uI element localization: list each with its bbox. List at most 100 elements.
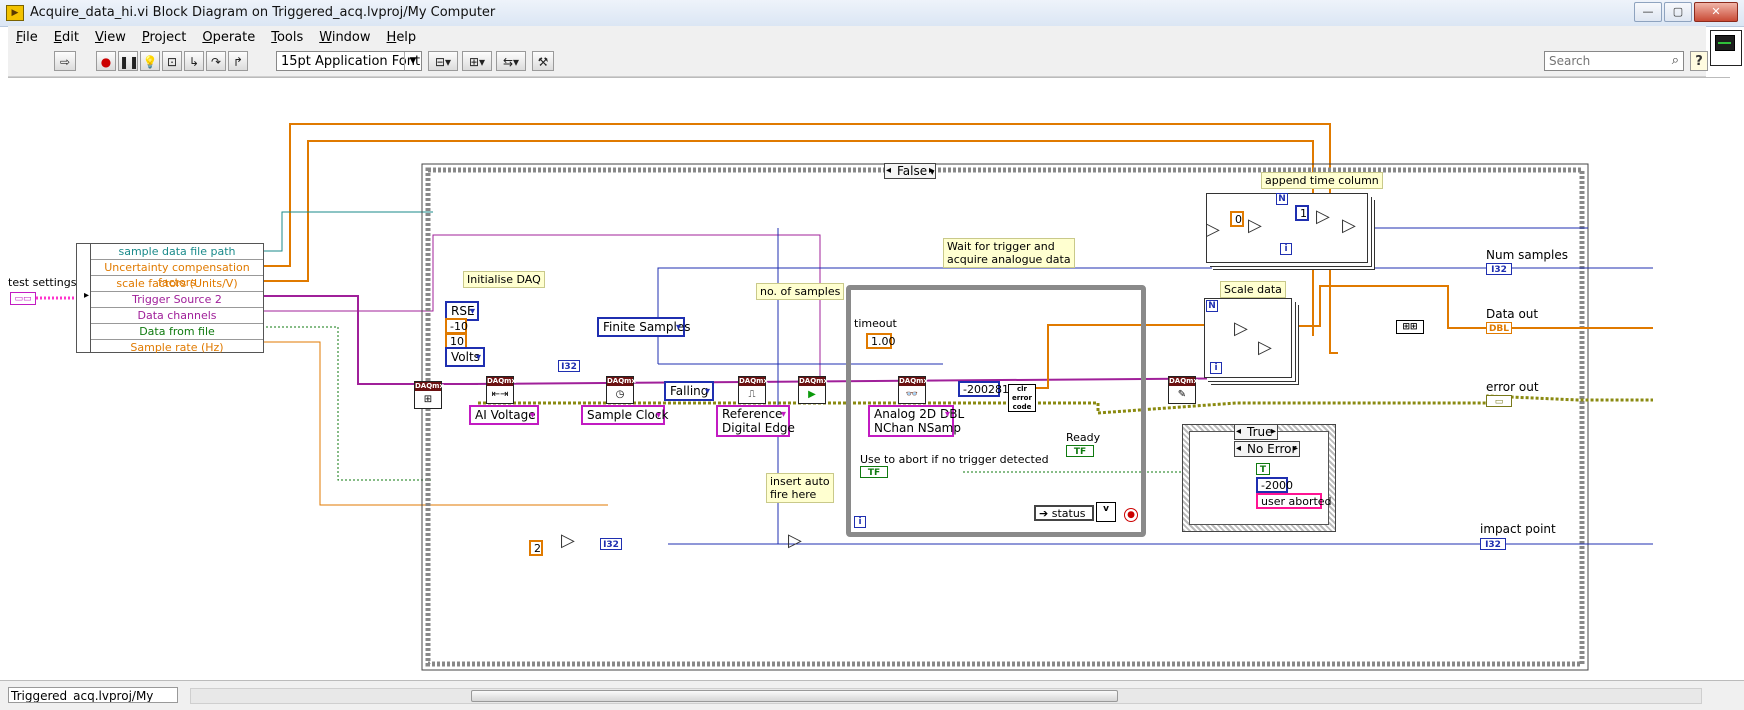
daqmx-start-task-node[interactable]: DAQmx▶ xyxy=(798,376,828,404)
step-out-icon[interactable]: ↱ xyxy=(228,51,248,71)
menu-file[interactable]: File xyxy=(16,29,38,45)
min-value-constant[interactable]: -10 xyxy=(445,318,468,334)
horizontal-scrollbar[interactable] xyxy=(190,688,1702,704)
menu-view[interactable]: View xyxy=(94,29,126,45)
loop-count-icon: N xyxy=(1206,300,1218,312)
daqmx-trigger-node[interactable]: DAQmx⎍ xyxy=(738,376,768,404)
block-diagram-canvas[interactable]: test settings ▭▭ sample data file path U… xyxy=(8,77,1730,680)
note-no-of-samples: no. of samples xyxy=(756,283,845,300)
while-loop[interactable] xyxy=(846,285,1146,537)
zero-constant[interactable]: 0 xyxy=(1230,211,1244,227)
terminal-config-ring[interactable]: RSE xyxy=(445,301,479,321)
retain-wire-icon[interactable]: ⊡ xyxy=(162,51,182,71)
daqmx-create-channel-node[interactable]: DAQmx⇤⇥ xyxy=(486,376,516,404)
no-error-case-selector[interactable]: No Error xyxy=(1234,441,1300,457)
font-selector[interactable]: 15pt Application Font ▼ xyxy=(276,51,422,71)
menu-project[interactable]: Project xyxy=(141,29,187,45)
test-settings-label: test settings xyxy=(8,276,77,289)
to-i32-node[interactable]: I32 xyxy=(600,538,622,550)
maximize-button[interactable]: ▢ xyxy=(1664,2,1692,22)
loop-stop-terminal[interactable]: ● xyxy=(1124,508,1138,522)
abort-icon[interactable]: ● xyxy=(96,51,116,71)
scroll-thumb[interactable] xyxy=(471,690,1118,702)
multiply-node-icon[interactable]: ▷ xyxy=(1234,318,1248,339)
data-out-indicator: DBL xyxy=(1486,322,1512,334)
menu-help[interactable]: Help xyxy=(386,29,417,45)
pause-icon[interactable]: ❚❚ xyxy=(118,51,139,71)
build-array-node[interactable]: ⊞⊞ xyxy=(1396,320,1424,334)
ref-line2: Digital Edge xyxy=(722,421,795,435)
project-context-path: Triggered_acq.lvproj/My Computer xyxy=(8,687,178,703)
multiply-node-icon[interactable]: ▷ xyxy=(1258,337,1272,358)
daqmx-clear-task-node[interactable]: DAQmx✎ xyxy=(1168,376,1198,404)
user-aborted-constant[interactable]: user aborted xyxy=(1256,493,1332,509)
window-title: Acquire_data_hi.vi Block Diagram on Trig… xyxy=(30,5,496,20)
negate-node-icon[interactable]: ▷ xyxy=(788,530,802,551)
context-help-button[interactable]: ? xyxy=(1690,51,1708,71)
menu-edit[interactable]: Edit xyxy=(53,29,79,45)
title-bar: ▶ Acquire_data_hi.vi Block Diagram on Tr… xyxy=(0,0,1744,27)
menu-tools[interactable]: Tools xyxy=(271,29,304,45)
daqmx-create-task-node[interactable]: DAQmx⊞ xyxy=(414,381,444,409)
note-insert-line1: insert auto xyxy=(770,475,830,488)
search-input[interactable] xyxy=(1545,52,1663,70)
search-box[interactable]: ⌕ xyxy=(1544,51,1684,71)
unbundle-by-name[interactable]: sample data file path Uncertainty compen… xyxy=(76,243,264,354)
add-node-icon[interactable]: ▷ xyxy=(1342,215,1356,236)
align-objects-icon[interactable]: ⊟▾ xyxy=(428,51,458,71)
falling-edge-ring[interactable]: Falling xyxy=(664,381,714,401)
true-case-label: True xyxy=(1247,425,1273,439)
num-samples-indicator: I32 xyxy=(1486,263,1512,275)
cluster-row-trigger-source: Trigger Source 2 xyxy=(91,292,263,308)
true-constant[interactable]: T xyxy=(1256,463,1270,475)
or-gate-node[interactable]: v xyxy=(1096,502,1116,522)
divide-node-icon[interactable]: ▷ xyxy=(1206,219,1220,240)
minimize-button[interactable]: — xyxy=(1634,2,1662,22)
menu-window[interactable]: Window xyxy=(319,29,371,45)
close-button[interactable]: ✕ xyxy=(1694,2,1738,22)
cluster-row-uncertainty: Uncertainty compensation factors xyxy=(91,260,263,289)
units-ring[interactable]: Volts xyxy=(445,347,485,367)
step-over-icon[interactable]: ↷ xyxy=(206,51,226,71)
divisor-constant[interactable]: 2 xyxy=(529,540,543,556)
timeout-constant[interactable]: 1.00 xyxy=(866,333,896,349)
finite-samples-ring[interactable]: Finite Samples xyxy=(597,317,690,337)
ref-line1: Reference xyxy=(722,407,783,421)
case-selector-label: False xyxy=(897,164,928,178)
test-settings-terminal[interactable]: ▭▭ xyxy=(10,292,36,305)
daqmx-read-node[interactable]: DAQmx👓 xyxy=(898,376,928,404)
sample-clock-ring[interactable]: Sample Clock xyxy=(581,405,668,425)
reorder-icon[interactable]: ⇆▾ xyxy=(496,51,526,71)
use-to-abort-label: Use to abort if no trigger detected xyxy=(860,453,1049,466)
run-arrow-icon[interactable]: ⇨ xyxy=(54,51,76,71)
error-out-indicator: ▭ xyxy=(1486,395,1512,407)
daqmx-timing-node[interactable]: DAQmx◷ xyxy=(606,376,636,404)
read-line1: Analog 2D DBL xyxy=(874,407,965,421)
add-node-icon[interactable]: ▷ xyxy=(1316,206,1330,227)
subtract-node-icon[interactable]: ▷ xyxy=(1248,215,1262,236)
divide-node-icon[interactable]: ▷ xyxy=(561,530,575,551)
abort-control-terminal[interactable]: TF xyxy=(860,466,888,478)
clear-errors-node[interactable]: clr error code xyxy=(1008,384,1036,412)
menu-operate[interactable]: Operate xyxy=(202,29,256,45)
vi-icon[interactable] xyxy=(1710,30,1742,66)
status-bar: Triggered_acq.lvproj/My Computer xyxy=(0,680,1744,710)
case-selector[interactable]: False ▾ xyxy=(884,163,936,179)
abort-code-constant[interactable]: -2000 xyxy=(1256,477,1293,493)
cleanup-diagram-icon[interactable]: ⚒ xyxy=(532,51,554,71)
error-code-constant[interactable]: -200281 xyxy=(958,381,1009,397)
ai-voltage-ring[interactable]: AI Voltage xyxy=(469,405,539,425)
true-case-selector[interactable]: True xyxy=(1234,424,1278,440)
loop-iteration-icon: i xyxy=(1280,243,1292,255)
one-constant[interactable]: 1 xyxy=(1295,205,1309,221)
cluster-row-data-from-file: Data from file xyxy=(91,324,263,340)
highlight-bulb-icon[interactable]: 💡 xyxy=(140,51,160,71)
status-label: status xyxy=(1051,507,1086,520)
search-icon[interactable]: ⌕ xyxy=(1671,53,1679,68)
step-into-icon[interactable]: ↳ xyxy=(184,51,204,71)
distribute-objects-icon[interactable]: ⊞▾ xyxy=(462,51,492,71)
